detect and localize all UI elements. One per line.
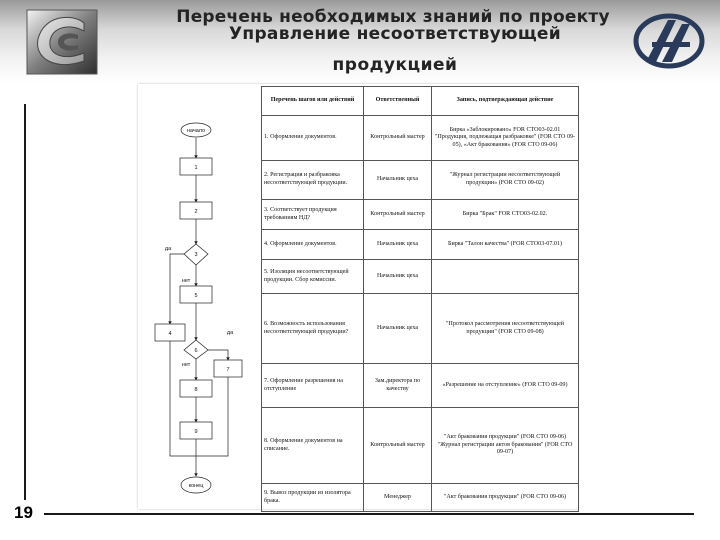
table-row: 9. Вывоз продукции из изолятора брака. М… [261, 483, 579, 512]
company-logo-c-icon [26, 9, 98, 75]
process-steps-table: Перечень шагов или действий Ответственны… [261, 86, 579, 512]
table-cell-responsible: Менеджер [363, 483, 432, 512]
table-row: 4. Оформление документов. Начальник цеха… [261, 229, 579, 260]
flow-yes-label-6: да [227, 330, 234, 336]
table-cell-record: Бирка "Брак" FOR CTO03-02.02. [431, 199, 579, 230]
table-cell-responsible: Начальник цеха [363, 229, 432, 260]
table-cell-record: "Журнал регистрации несоответствующей пр… [431, 160, 579, 200]
flow-node-4-label: 4 [168, 331, 171, 337]
table-cell-record: Бирка "Талон качества" (FOR CTO03-07.01) [431, 229, 579, 260]
table-cell-responsible: Контрольный мастер [363, 407, 432, 484]
table-row: 6. Возможность использования несоответст… [261, 293, 579, 364]
table-cell-step: 3. Соответствует продукция требованиям Н… [261, 199, 364, 230]
table-header-row: Перечень шагов или действий Ответственны… [261, 86, 579, 116]
document-scan: начало 1 2 3 да нет 4 5 6 да нет 7 8 9 к… [138, 84, 579, 512]
table-row: 7. Оформление разрешения на отступление … [261, 363, 579, 408]
left-vertical-rule [24, 104, 26, 500]
table-header-record: Запись, подтверждающая действие [431, 86, 579, 116]
flow-node-8 [179, 379, 213, 398]
flow-start-label: начало [187, 128, 205, 134]
table-cell-step: 1. Оформление документов. [261, 115, 364, 161]
title-line-3: продукцией [332, 55, 458, 75]
table-header-responsible: Ответственный [363, 86, 432, 116]
flow-node-8-label: 8 [194, 387, 197, 393]
flow-decision-6-label: 6 [194, 348, 197, 354]
process-flowchart: начало 1 2 3 да нет 4 5 6 да нет 7 8 9 к… [154, 122, 243, 494]
table-cell-record: «Разрешение на отступление» (FOR CTO 09-… [431, 363, 579, 408]
flow-decision-6 [183, 339, 209, 360]
flow-node-5 [179, 285, 213, 304]
flow-node-9-label: 9 [194, 429, 197, 435]
table-cell-responsible: Зам.директора по качеству [363, 363, 432, 408]
table-cell-step: 9. Вывоз продукции из изолятора брака. [261, 483, 364, 512]
flow-decision-3-label: 3 [194, 252, 197, 258]
flow-node-9 [179, 421, 213, 440]
table-cell-responsible: Контрольный мастер [363, 199, 432, 230]
header-band [0, 0, 720, 84]
table-cell-responsible: Начальник цеха [363, 160, 432, 200]
table-cell-step: 6. Возможность использования несоответст… [261, 293, 364, 364]
flow-node-7 [213, 359, 243, 378]
flow-node-5-label: 5 [194, 293, 197, 299]
flow-node-2-label: 2 [194, 209, 197, 215]
table-cell-record: "Протокол рассмотрения несоответствующей… [431, 293, 579, 364]
table-cell-step: 2. Регистрация и разбраковка несоответст… [261, 160, 364, 200]
flow-end-label: конец [189, 483, 205, 489]
table-cell-step: 4. Оформление документов. [261, 229, 364, 260]
table-header-step: Перечень шагов или действий [261, 86, 364, 116]
flow-decision-3 [183, 243, 209, 266]
table-cell-step: 5. Изоляция несоответствующей продукции.… [261, 259, 364, 294]
flow-node-1 [179, 157, 213, 176]
title-line-2: Управление несоответствующей [229, 24, 561, 44]
table-cell-responsible: Контрольный мастер [363, 115, 432, 161]
table-cell-responsible: Начальник цеха [363, 259, 432, 294]
title-line-1: Перечень необходимых знаний по проекту [176, 7, 610, 27]
table-cell-step: 8. Оформление документов на списание. [261, 407, 364, 484]
bottom-horizontal-rule [44, 513, 694, 515]
flow-node-4 [154, 323, 186, 342]
flow-no-label-6: нет [182, 362, 191, 368]
table-cell-record [431, 259, 579, 294]
flow-yes-label-3: да [165, 246, 172, 252]
flow-no-label-3: нет [182, 278, 191, 284]
table-cell-record: Бирка «Заблокировано» FOR CTO03-02.01 "П… [431, 115, 579, 161]
table-row: 8. Оформление документов на списание. Ко… [261, 407, 579, 484]
table-row: 3. Соответствует продукция требованиям Н… [261, 199, 579, 230]
table-row: 1. Оформление документов. Контрольный ма… [261, 115, 579, 161]
table-cell-record: "Акт бракования продукции" (FOR CTO 09-0… [431, 407, 579, 484]
flow-node-2 [179, 201, 213, 220]
table-row: 2. Регистрация и разбраковка несоответст… [261, 160, 579, 200]
flow-start-node [180, 122, 212, 138]
company-logo-emblem-icon [633, 13, 705, 69]
table-cell-step: 7. Оформление разрешения на отступление [261, 363, 364, 408]
flow-node-1-label: 1 [194, 165, 197, 171]
page-number: 19 [14, 503, 33, 522]
table-row: 5. Изоляция несоответствующей продукции.… [261, 259, 579, 294]
flow-end-node [180, 476, 212, 494]
table-cell-record: "Акт бракования продукции" (FOR CTO 09-0… [431, 483, 579, 512]
table-cell-responsible: Начальник цеха [363, 293, 432, 364]
flow-node-7-label: 7 [226, 367, 229, 373]
